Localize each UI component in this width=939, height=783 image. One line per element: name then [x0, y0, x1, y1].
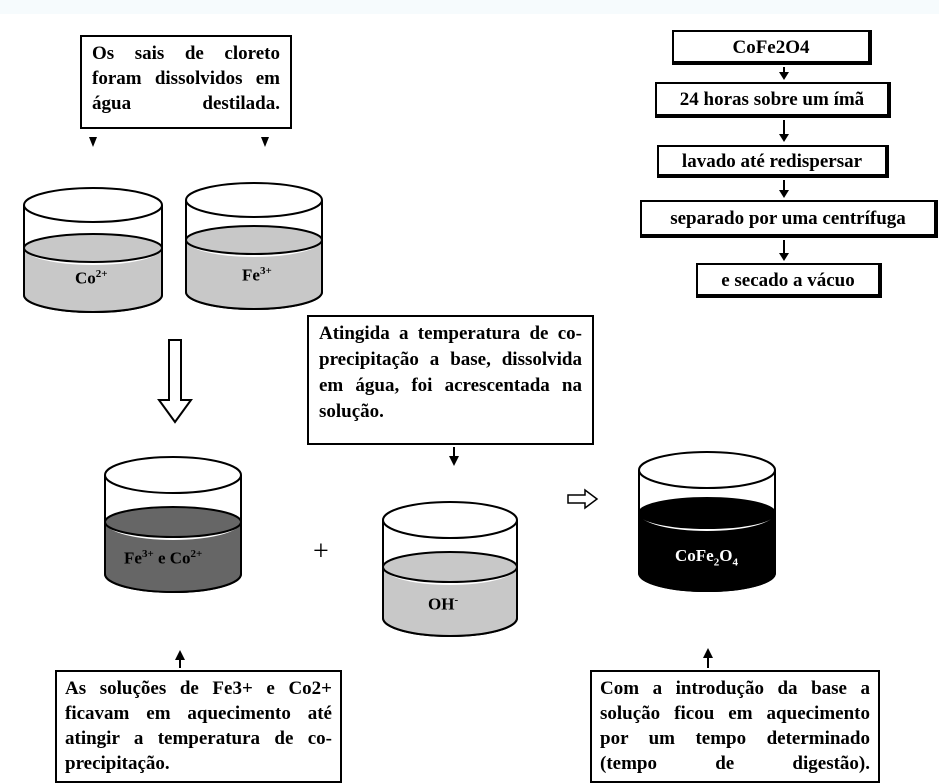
beaker-co: [23, 187, 163, 313]
arrow-to-co-beaker: [89, 137, 97, 147]
flow-arrowheads: [779, 72, 789, 261]
note-dissolve-salts: Os sais de cloreto foram dissolvidos em …: [80, 35, 292, 129]
arrow-to-base-beaker: [449, 447, 459, 466]
flow-step-product: CoFe2O4: [672, 30, 872, 65]
arrow-from-heating-note: [175, 650, 185, 668]
label-co-ion: Co2+: [75, 268, 108, 288]
hollow-arrow-right: [567, 488, 599, 510]
beaker-base: [382, 501, 518, 637]
label-hydroxide: OH-: [428, 594, 459, 614]
flow-step-vacuum-dry: e secado a vácuo: [696, 263, 882, 298]
beaker-product: [638, 451, 776, 592]
flow-step-magnet: 24 horas sobre um ímã: [655, 82, 891, 118]
note-digestion: Com a introdução da base a solução ficou…: [590, 670, 880, 783]
top-bar: [0, 0, 939, 14]
flow-step-centrifuge: separado por uma centrífuga: [640, 200, 938, 238]
label-fe-ion: Fe3+: [242, 265, 272, 285]
beaker-mix: [104, 456, 242, 593]
label-mix-ions: Fe3+ e Co2+: [124, 548, 203, 568]
arrow-from-digestion-note: [703, 648, 713, 668]
label-cobalt-ferrite: CoFe2O4: [675, 546, 738, 569]
flow-step-wash: lavado até redispersar: [657, 145, 889, 178]
note-add-base: Atingida a temperatura de co-precipitaçã…: [307, 315, 594, 445]
note-heating-solutions: As soluções de Fe3+ e Co2+ ficavam em aq…: [55, 670, 342, 783]
plus-sign: +: [313, 536, 329, 567]
hollow-arrow-down: [157, 339, 193, 424]
beaker-fe: [185, 182, 323, 310]
arrow-to-fe-beaker: [261, 137, 269, 147]
